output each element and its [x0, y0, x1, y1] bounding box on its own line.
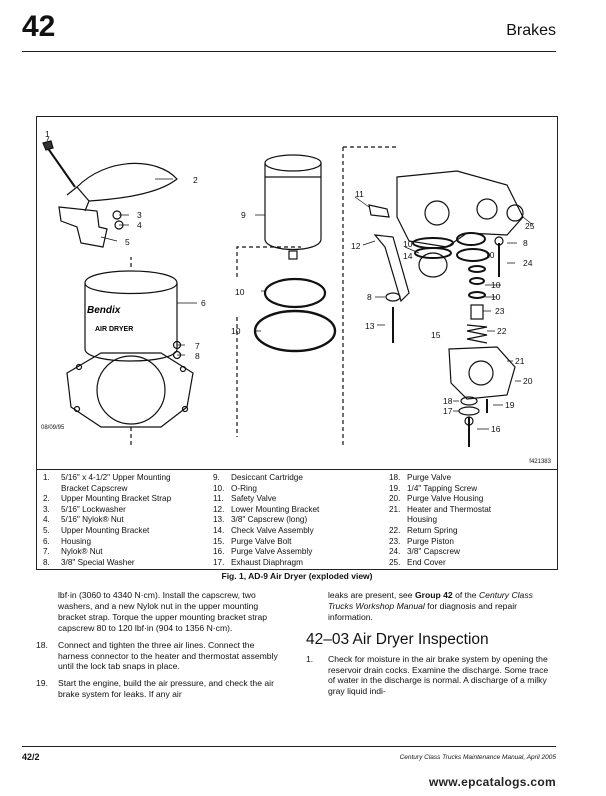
callout-9: 9 — [241, 210, 246, 220]
step-18: 18. Connect and tighten the three air li… — [36, 639, 278, 672]
legend-item: 18.Purge Valve — [389, 473, 451, 482]
callout-8b: 8 — [367, 292, 372, 302]
callout-24: 24 — [523, 258, 533, 268]
legend-item: 4.5/16" Nylok® Nut — [43, 515, 124, 525]
callout-12: 12 — [351, 241, 361, 251]
callout-10b: 10 — [231, 326, 241, 336]
right-text-column: leaks are present, see Group 42 of the C… — [306, 590, 556, 703]
callout-3: 3 — [137, 210, 142, 220]
callout-10f: 10 — [491, 292, 501, 302]
callout-20: 20 — [523, 376, 533, 386]
legend-item: 12.Lower Mounting Bracket — [213, 504, 320, 514]
legend-item: Bracket Capscrew — [61, 483, 128, 493]
legend-item: 6.Housing — [43, 536, 92, 546]
step-1: 1. Check for moisture in the air brake s… — [306, 653, 549, 697]
dryer-text: AIR DRYER — [95, 326, 133, 333]
callout-6: 6 — [201, 298, 206, 308]
callout-23: 23 — [495, 306, 505, 316]
figure-date-code: 08/09/95 — [41, 425, 65, 431]
legend-item: 9.Desiccant Cartridge — [213, 473, 303, 482]
legend-column-1: 1.5/16" x 4-1/2" Upper Mounting Bracket … — [43, 473, 203, 568]
legend-item: 25.End Cover — [389, 557, 446, 567]
step-19: 19. Start the engine, build the air pres… — [36, 678, 274, 700]
legend-item: 16.Purge Valve Assembly — [213, 547, 313, 557]
brand-text: Bendix — [87, 305, 121, 316]
figure-legend-rule — [37, 469, 557, 470]
legend-item: 10.O-Ring — [213, 483, 257, 493]
callout-17: 17 — [443, 406, 453, 416]
legend-item: 8.3/8" Special Washer — [43, 557, 135, 567]
legend-item: 22.Return Spring — [389, 525, 458, 535]
legend-item: 21.Heater and Thermostat — [389, 504, 492, 514]
callout-7: 7 — [195, 341, 200, 351]
callout-22: 22 — [497, 326, 507, 336]
callout-14: 14 — [403, 251, 413, 261]
callout-5: 5 — [125, 237, 130, 247]
legend-column-2: 9.Desiccant Cartridge 10.O-Ring 11.Safet… — [213, 473, 383, 568]
legend-item: 19.1/4" Tapping Screw — [389, 483, 478, 493]
left-text-column: lbf·in (3060 to 4340 N·cm). Install the … — [36, 590, 284, 706]
callout-2: 2 — [193, 175, 198, 185]
legend-item: 11.Safety Valve — [213, 494, 277, 504]
callout-8c: 8 — [523, 238, 528, 248]
callout-10a: 10 — [235, 287, 245, 297]
legend-item: 24.3/8" Capscrew — [389, 547, 460, 557]
header-rule — [22, 51, 556, 52]
legend-item: 14.Check Valve Assembly — [213, 525, 314, 535]
callout-16: 16 — [491, 424, 501, 434]
legend-item: 1.5/16" x 4-1/2" Upper Mounting — [43, 473, 171, 482]
callout-8: 8 — [195, 351, 200, 361]
figure-frame: Bendix AIR DRYER 1 2 3 4 5 6 7 8 9 10 10… — [36, 116, 558, 570]
legend-item: 17.Exhaust Diaphragm — [213, 557, 303, 567]
figure-id: f421383 — [529, 459, 551, 465]
legend-item: 7.Nylok® Nut — [43, 547, 103, 557]
legend-item: Housing — [407, 515, 438, 525]
callout-4: 4 — [137, 220, 142, 230]
legend-item: 20.Purge Valve Housing — [389, 494, 484, 504]
exploded-view-illustration: Bendix AIR DRYER 1 2 3 4 5 6 7 8 9 10 10… — [42, 129, 535, 447]
legend-column-3: 18.Purge Valve 19.1/4" Tapping Screw 20.… — [389, 473, 554, 568]
page-number: 42 — [22, 10, 56, 43]
callout-10d: 10 — [485, 250, 495, 260]
figure-caption: Fig. 1, AD-9 Air Dryer (exploded view) — [221, 571, 373, 581]
callout-19: 19 — [505, 400, 515, 410]
callout-11: 11 — [355, 189, 364, 199]
callout-15: 15 — [431, 330, 441, 340]
legend-item: 15.Purge Valve Bolt — [213, 536, 292, 546]
callout-labels: 1 2 3 4 5 6 7 8 9 10 10 11 12 10 14 8 13… — [45, 129, 535, 434]
footer-manual-title: Century Class Trucks Maintenance Manual,… — [399, 754, 556, 761]
callout-21: 21 — [515, 356, 525, 366]
continuation-paragraph-right: leaks are present, see Group 42 of the C… — [328, 590, 533, 622]
legend-item: 13.3/8" Capscrew (long) — [213, 515, 308, 525]
callout-10e: 10 — [491, 280, 501, 290]
callout-10c: 10 — [403, 239, 413, 249]
section-title: Brakes — [506, 22, 556, 39]
footer-rule — [22, 746, 556, 747]
legend-item: 3.5/16" Lockwasher — [43, 504, 126, 514]
legend-item: 2.Upper Mounting Bracket Strap — [43, 494, 172, 504]
continuation-paragraph: lbf·in (3060 to 4340 N·cm). Install the … — [58, 590, 268, 633]
legend-item: 23.Purge Piston — [389, 536, 454, 546]
section-heading: 42–03 Air Dryer Inspection — [306, 630, 489, 648]
callout-18: 18 — [443, 396, 453, 406]
callout-1: 1 — [45, 129, 50, 139]
callout-13: 13 — [365, 321, 375, 331]
watermark: www.epcatalogs.com — [429, 775, 556, 789]
legend-item: 5.Upper Mounting Bracket — [43, 525, 150, 535]
callout-25: 25 — [525, 221, 535, 231]
footer-page-number: 42/2 — [22, 752, 40, 762]
